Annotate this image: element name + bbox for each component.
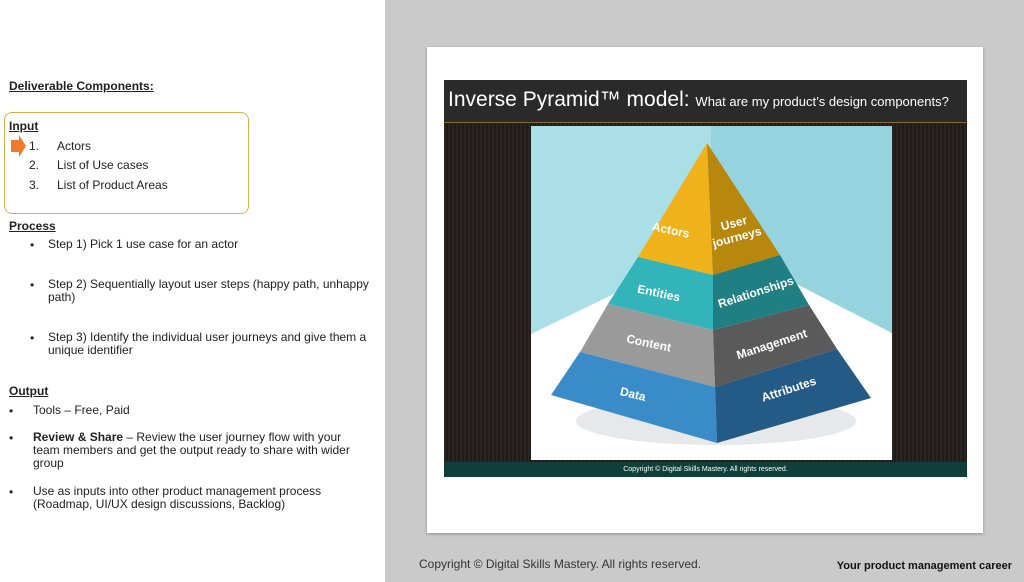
pyramid-layer-data — [551, 349, 871, 443]
slide-card: Inverse Pyramid™ model: What are my prod… — [427, 47, 983, 533]
slide-preview-panel: Inverse Pyramid™ model: What are my prod… — [385, 0, 1024, 582]
label-user-journeys-1: User — [719, 213, 749, 234]
output-item-text: Tools – Free, Paid — [33, 403, 130, 417]
slide-title: Inverse Pyramid™ model: — [448, 88, 696, 111]
slide-footer: Copyright © Digital Skills Mastery. All … — [444, 462, 967, 477]
input-item-2: List of Use cases — [57, 158, 149, 172]
input-heading: Input — [9, 119, 39, 133]
process-item-text: Step 3) Identify the individual user jou… — [48, 330, 367, 357]
slide: Inverse Pyramid™ model: What are my prod… — [444, 80, 967, 477]
input-item-1: Actors — [57, 139, 92, 153]
pyramid-diagram: Actors User journeys Entities Relationsh… — [531, 126, 892, 460]
deliverables-heading: Deliverable Components: — [9, 79, 154, 93]
pyramid-layer-actors — [638, 143, 780, 275]
output-heading: Output — [9, 384, 49, 398]
process-item-text: Step 2) Sequentially layout user steps (… — [48, 277, 369, 304]
input-num-2: 2. — [29, 158, 40, 172]
notes-panel: Deliverable Components: Input 1. Actors … — [0, 0, 385, 582]
label-data: Data — [619, 384, 648, 404]
input-num-3: 3. — [29, 178, 40, 192]
arrow-pointer-icon — [11, 135, 26, 157]
output-item-text: Review & Share – Review the user journey… — [33, 430, 350, 470]
input-num-1: 1. — [29, 139, 40, 153]
slide-subtitle: What are my product’s design components? — [695, 94, 949, 109]
process-heading: Process — [9, 219, 56, 233]
input-item-3: List of Product Areas — [57, 178, 168, 192]
process-item-text: Step 1) Pick 1 use case for an actor — [48, 237, 239, 251]
slide-title-bar: Inverse Pyramid™ model: What are my prod… — [444, 80, 967, 123]
input-box — [4, 112, 249, 214]
output-item-text: Use as inputs into other product managem… — [33, 484, 322, 511]
pyramid-layer-content — [580, 304, 837, 387]
copyright-text: Copyright © Digital Skills Mastery. All … — [419, 557, 702, 571]
tagline: Your product management career — [836, 560, 1012, 572]
